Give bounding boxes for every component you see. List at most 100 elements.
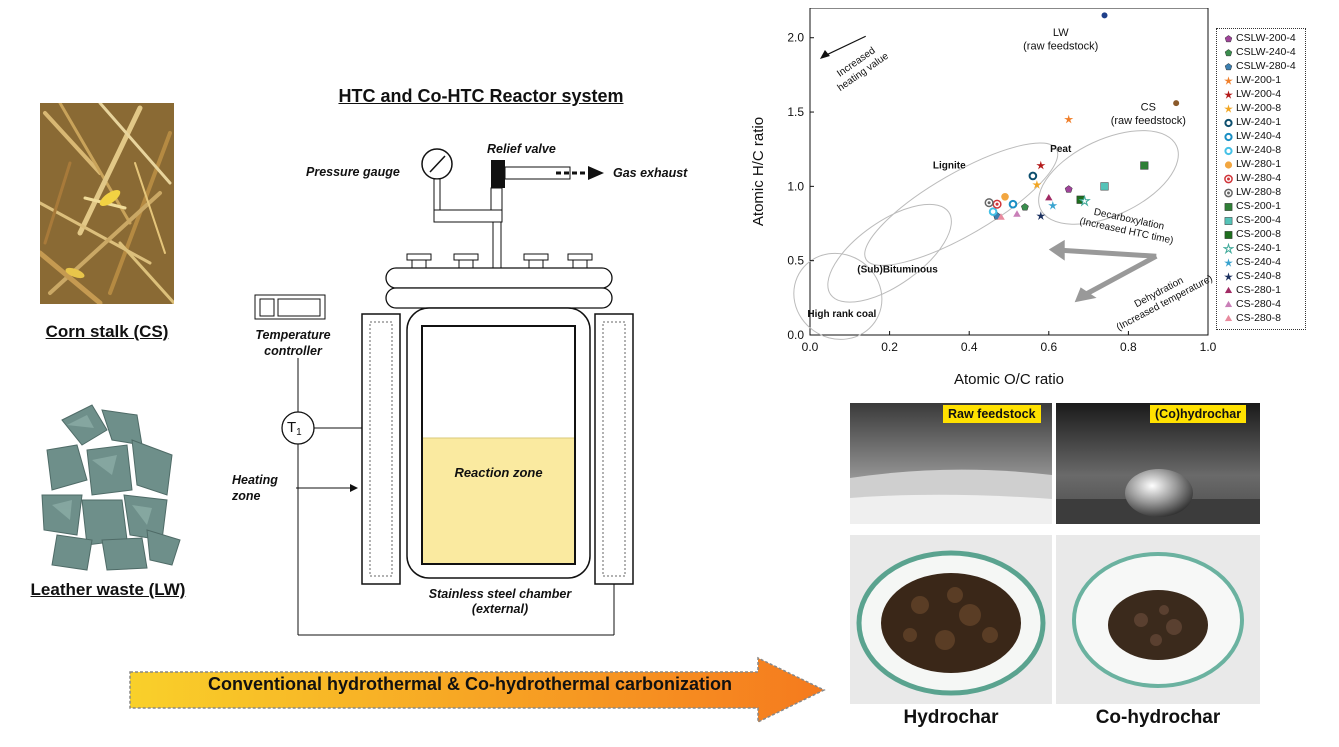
legend-label: CS-280-1 bbox=[1236, 284, 1281, 296]
data-point-inner bbox=[987, 201, 991, 205]
thermocouple-letter: T bbox=[287, 419, 297, 436]
hydrochar-dish-photo bbox=[850, 535, 1052, 704]
pressure-gauge-label: Pressure gauge bbox=[306, 165, 400, 179]
legend-label: CSLW-240-4 bbox=[1236, 46, 1296, 58]
x-tick-label: 0.8 bbox=[1120, 340, 1137, 354]
legend-marker-shape-outer bbox=[1224, 188, 1233, 198]
process-banner-text: Conventional hydrothermal & Co-hydrother… bbox=[207, 674, 733, 694]
reaction-zone-label: Reaction zone bbox=[454, 465, 543, 480]
data-point bbox=[1036, 211, 1046, 220]
legend-marker bbox=[1224, 258, 1233, 267]
process-banner-arrow bbox=[129, 656, 826, 724]
legend-marker-shape bbox=[1224, 188, 1233, 198]
legend-marker bbox=[1224, 35, 1233, 43]
data-point bbox=[988, 207, 998, 216]
relief-valve-icon bbox=[491, 160, 505, 188]
cs-raw-label: CS bbox=[1141, 102, 1156, 114]
hydrochar-tag: (Co)hydrochar bbox=[1150, 405, 1247, 423]
leather-waste-photo bbox=[32, 400, 184, 574]
lw-raw-label: LW bbox=[1053, 27, 1069, 39]
legend-label: CSLW-280-4 bbox=[1236, 60, 1296, 72]
cohydrochar-caption: Co-hydrochar bbox=[1095, 707, 1221, 728]
legend-label: LW-240-4 bbox=[1236, 130, 1282, 142]
van-krevelen-chart: High rank coal(Sub)BituminousLignitePeat… bbox=[750, 8, 1216, 388]
region-label: Lignite bbox=[933, 161, 966, 172]
legend-label: CS-240-8 bbox=[1236, 270, 1281, 282]
y-tick-label: 1.5 bbox=[787, 105, 804, 119]
legend-marker bbox=[1224, 314, 1233, 322]
legend-marker bbox=[1224, 217, 1233, 225]
heating-zone-label: Heating zone bbox=[232, 472, 278, 504]
legend-marker-shape-inner bbox=[1227, 191, 1230, 195]
data-point bbox=[1140, 161, 1149, 170]
heating-zone-line2: zone bbox=[232, 489, 261, 503]
legend-marker-shape bbox=[1224, 300, 1233, 308]
raw-feedstock-tag: Raw feedstock bbox=[943, 405, 1041, 423]
legend-marker-shape bbox=[1224, 76, 1233, 85]
legend-marker bbox=[1224, 63, 1233, 71]
lw-raw-label: (raw feedstock) bbox=[1023, 41, 1098, 53]
x-tick-label: 0.0 bbox=[802, 340, 819, 354]
data-point bbox=[1100, 182, 1109, 191]
data-point bbox=[1001, 192, 1009, 201]
raw-feedstock-point bbox=[1173, 100, 1180, 107]
legend-label: CS-280-4 bbox=[1236, 298, 1281, 310]
region-ellipse bbox=[1038, 130, 1179, 225]
legend-marker-shape bbox=[1224, 35, 1233, 43]
legend-marker bbox=[1224, 161, 1233, 169]
data-point bbox=[984, 198, 994, 208]
data-point bbox=[1028, 171, 1038, 181]
legend-label: CS-200-4 bbox=[1236, 214, 1281, 226]
legend-marker bbox=[1224, 272, 1233, 281]
cohydrochar-dish-photo bbox=[1056, 535, 1260, 704]
x-tick-label: 0.6 bbox=[1040, 340, 1057, 354]
region-ellipse bbox=[827, 203, 952, 303]
legend-marker bbox=[1224, 286, 1233, 294]
legend-marker bbox=[1224, 118, 1233, 128]
legend-marker-shape bbox=[1224, 286, 1233, 294]
legend-marker bbox=[1224, 90, 1233, 99]
legend-marker-shape bbox=[1224, 161, 1233, 169]
hydrochar-droplet-photo bbox=[1056, 403, 1260, 524]
data-point bbox=[1078, 194, 1091, 207]
legend-marker bbox=[1224, 188, 1233, 198]
legend-marker-shape bbox=[1224, 146, 1233, 156]
legend-marker bbox=[1224, 174, 1233, 184]
raw-feedstock-photo bbox=[850, 403, 1052, 524]
data-point bbox=[1036, 160, 1046, 170]
data-point bbox=[1032, 180, 1042, 189]
hydrochar-caption: Hydrochar bbox=[903, 707, 999, 728]
leather-waste-label: Leather waste (LW) bbox=[30, 580, 186, 599]
legend-marker-shape bbox=[1224, 63, 1233, 71]
heating-zone-line1: Heating bbox=[232, 473, 278, 487]
legend-marker-shape bbox=[1223, 243, 1234, 254]
data-point bbox=[1045, 194, 1053, 201]
chamber-label: Stainless steel chamber (external) bbox=[400, 587, 600, 617]
legend-marker-shape bbox=[1224, 258, 1233, 267]
cs-raw-label: (raw feedstock) bbox=[1111, 115, 1186, 127]
heating-arrowhead bbox=[819, 50, 830, 60]
x-axis-label: Atomic O/C ratio bbox=[954, 371, 1064, 388]
legend-label: LW-200-1 bbox=[1236, 74, 1282, 86]
legend-label: LW-280-4 bbox=[1236, 172, 1282, 184]
heating-arrow bbox=[821, 35, 866, 58]
legend-marker-shape bbox=[1224, 272, 1233, 281]
legend-marker bbox=[1224, 203, 1233, 211]
data-point-inner bbox=[995, 202, 999, 206]
y-tick-label: 1.0 bbox=[787, 179, 804, 193]
x-tick-label: 1.0 bbox=[1200, 340, 1216, 354]
legend-label: LW-240-8 bbox=[1236, 144, 1282, 156]
legend-label: LW-280-8 bbox=[1236, 186, 1282, 198]
legend-marker-shape bbox=[1224, 231, 1233, 239]
chamber-line2: (external) bbox=[471, 602, 529, 616]
legend-label: LW-240-1 bbox=[1236, 116, 1282, 128]
y-axis-label: Atomic H/C ratio bbox=[750, 117, 767, 226]
data-point bbox=[1013, 210, 1021, 217]
legend-label: CS-240-1 bbox=[1236, 242, 1281, 254]
region-ellipse bbox=[864, 142, 1059, 266]
legend-marker-shape bbox=[1224, 174, 1233, 184]
gas-exhaust-label: Gas exhaust bbox=[613, 166, 688, 180]
legend-marker bbox=[1224, 76, 1233, 85]
data-point bbox=[1021, 203, 1029, 211]
